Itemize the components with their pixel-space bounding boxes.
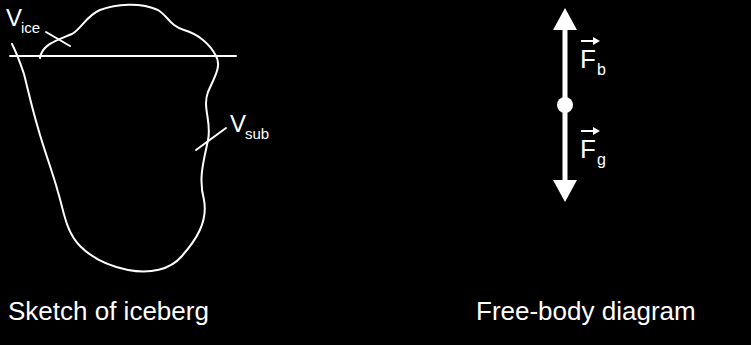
leader-line [46, 32, 70, 46]
volume-symbol: V [230, 112, 246, 136]
iceberg-outline [12, 5, 218, 272]
free-body-diagram [553, 8, 600, 202]
force-symbol: F [580, 136, 596, 162]
subscript: sub [245, 126, 269, 141]
volume-symbol: V [6, 6, 22, 30]
caption: Free-body diagram [476, 298, 696, 324]
force-symbol: F [580, 46, 596, 72]
subscript: ice [21, 20, 40, 35]
subscript: b [597, 62, 606, 78]
leader-line [196, 128, 226, 150]
waterline [10, 55, 236, 57]
caption: Sketch of iceberg [8, 298, 209, 324]
subscript: g [597, 152, 606, 168]
